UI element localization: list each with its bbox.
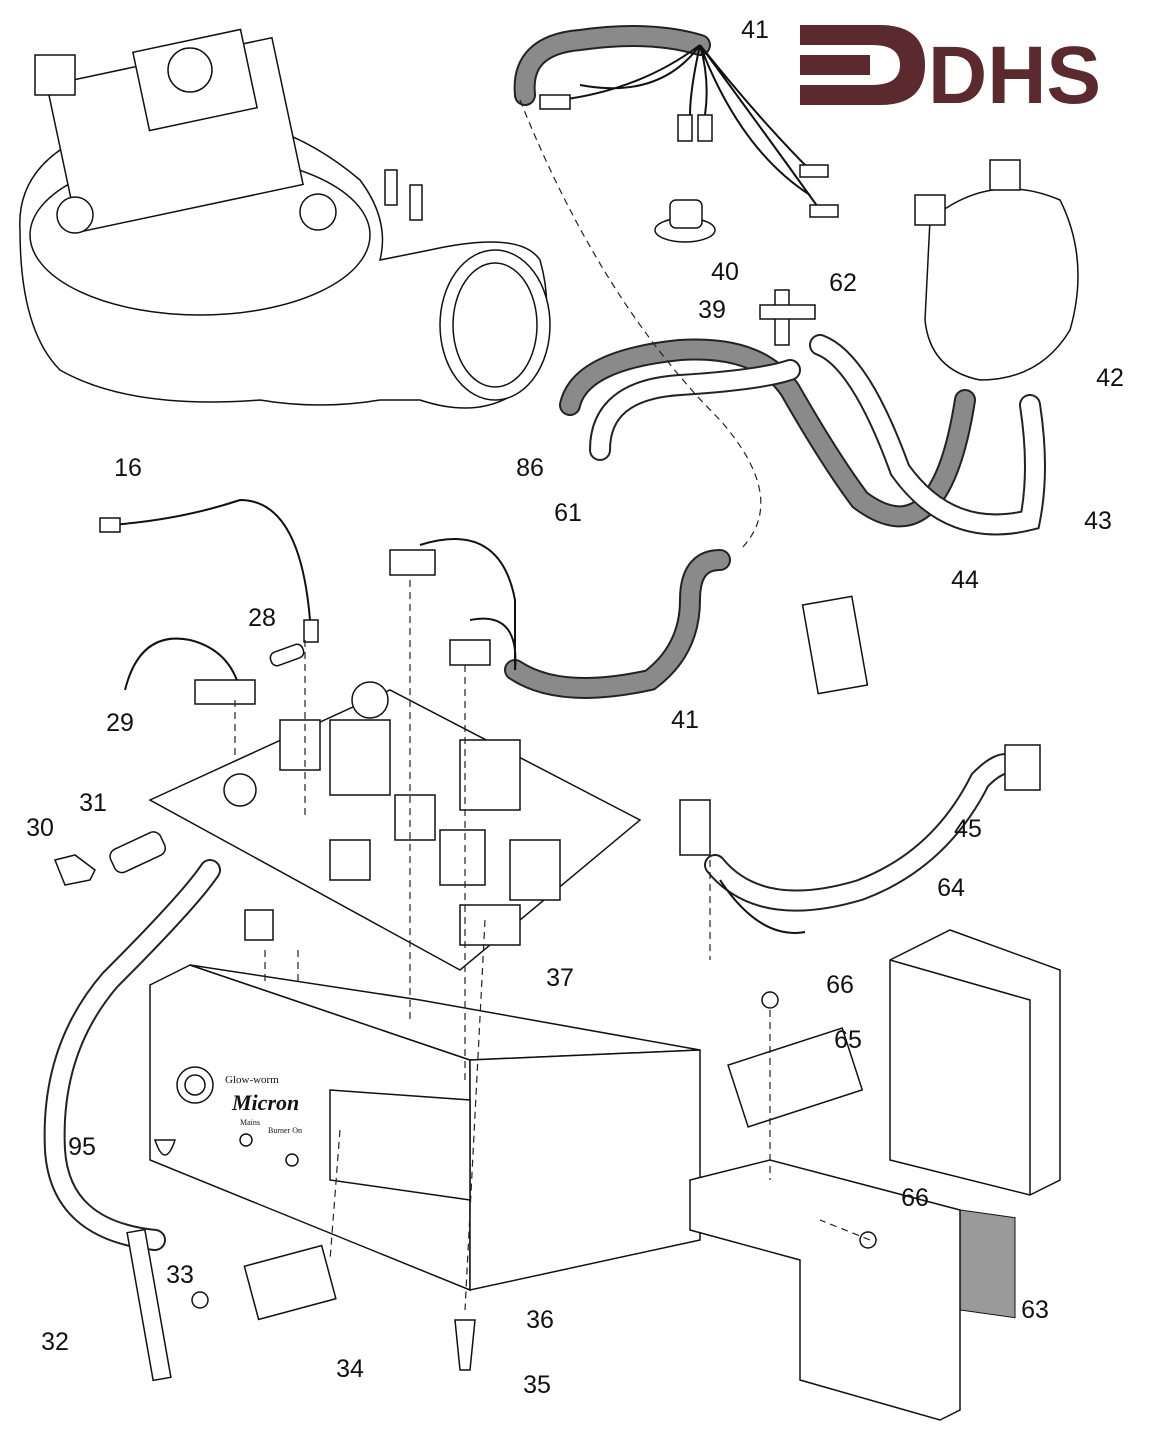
pressure-switch	[914, 159, 1079, 381]
control-box-housing: Glow-worm Micron Mains Burner On	[149, 964, 701, 1292]
screw	[191, 1291, 209, 1309]
part-label-35: 35	[523, 1371, 551, 1399]
part-label-62: 62	[829, 269, 857, 297]
grommet	[153, 1139, 177, 1156]
part-label-95: 95	[68, 1133, 96, 1161]
gas-valve-harness	[679, 744, 1041, 934]
part-label-45: 45	[954, 815, 982, 843]
part-label-41: 41	[671, 706, 699, 734]
part-label-32: 32	[41, 1328, 69, 1356]
logo-arrow-mark	[800, 25, 925, 105]
part-label-61: 61	[554, 499, 582, 527]
part-label-43: 43	[1084, 507, 1112, 535]
part-label-65: 65	[834, 1026, 862, 1054]
part-label-66: 66	[826, 971, 854, 999]
sensor-lead	[109, 498, 311, 621]
terminal-cover	[689, 1159, 961, 1421]
part-label-30: 30	[26, 814, 54, 842]
wiring-harness-top	[513, 25, 839, 218]
panel-brand: Glow-worm	[225, 1074, 279, 1086]
part-label-36: 36	[526, 1306, 554, 1334]
terminal-block	[243, 1244, 337, 1321]
part-label-39: 39	[698, 296, 726, 324]
dhs-logo: DHS	[800, 25, 1101, 121]
part-label-66: 66	[901, 1184, 929, 1212]
part-label-29: 29	[106, 709, 134, 737]
part-number-labels: 41 40 62 39 42 86 61 43 16 44 28 29 41 45 30 31 64 37 66 65…	[26, 16, 1124, 1399]
sensor-probe	[126, 1228, 172, 1382]
part-label-16: 16	[114, 454, 142, 482]
part-label-28: 28	[248, 604, 276, 632]
panel-model: Micron	[231, 1090, 299, 1115]
control-pcb	[148, 681, 642, 971]
panel-burner-on-label: Burner On	[268, 1126, 302, 1135]
indicator-lamp	[53, 854, 96, 886]
part-label-63: 63	[1021, 1296, 1049, 1324]
mains-indicator	[239, 1133, 253, 1147]
fuse	[269, 643, 305, 667]
pcb-connector	[194, 679, 256, 705]
hose-assembly	[519, 99, 1046, 551]
part-label-31: 31	[79, 789, 107, 817]
part-label-64: 64	[937, 874, 965, 902]
part-label-34: 34	[336, 1355, 364, 1383]
part-label-44: 44	[951, 566, 979, 594]
part-label-33: 33	[166, 1261, 194, 1289]
lamp-holder	[109, 831, 166, 874]
logo-text: DHS	[928, 30, 1101, 121]
part-label-41: 41	[741, 16, 769, 44]
burner-indicator	[285, 1153, 299, 1167]
mains-terminal-block	[727, 1027, 864, 1128]
thermostat-switch	[654, 199, 716, 243]
terminal-clip	[801, 595, 869, 695]
wiring-harness-lower	[389, 538, 731, 699]
t-piece-connector	[759, 289, 816, 346]
part-label-40: 40	[711, 258, 739, 286]
part-label-42: 42	[1096, 364, 1124, 392]
fan-blower-assembly	[19, 28, 551, 409]
panel-mains-label: Mains	[240, 1118, 260, 1127]
part-label-86: 86	[516, 454, 544, 482]
fixing-plug	[454, 1319, 476, 1371]
part-label-37: 37	[546, 964, 574, 992]
